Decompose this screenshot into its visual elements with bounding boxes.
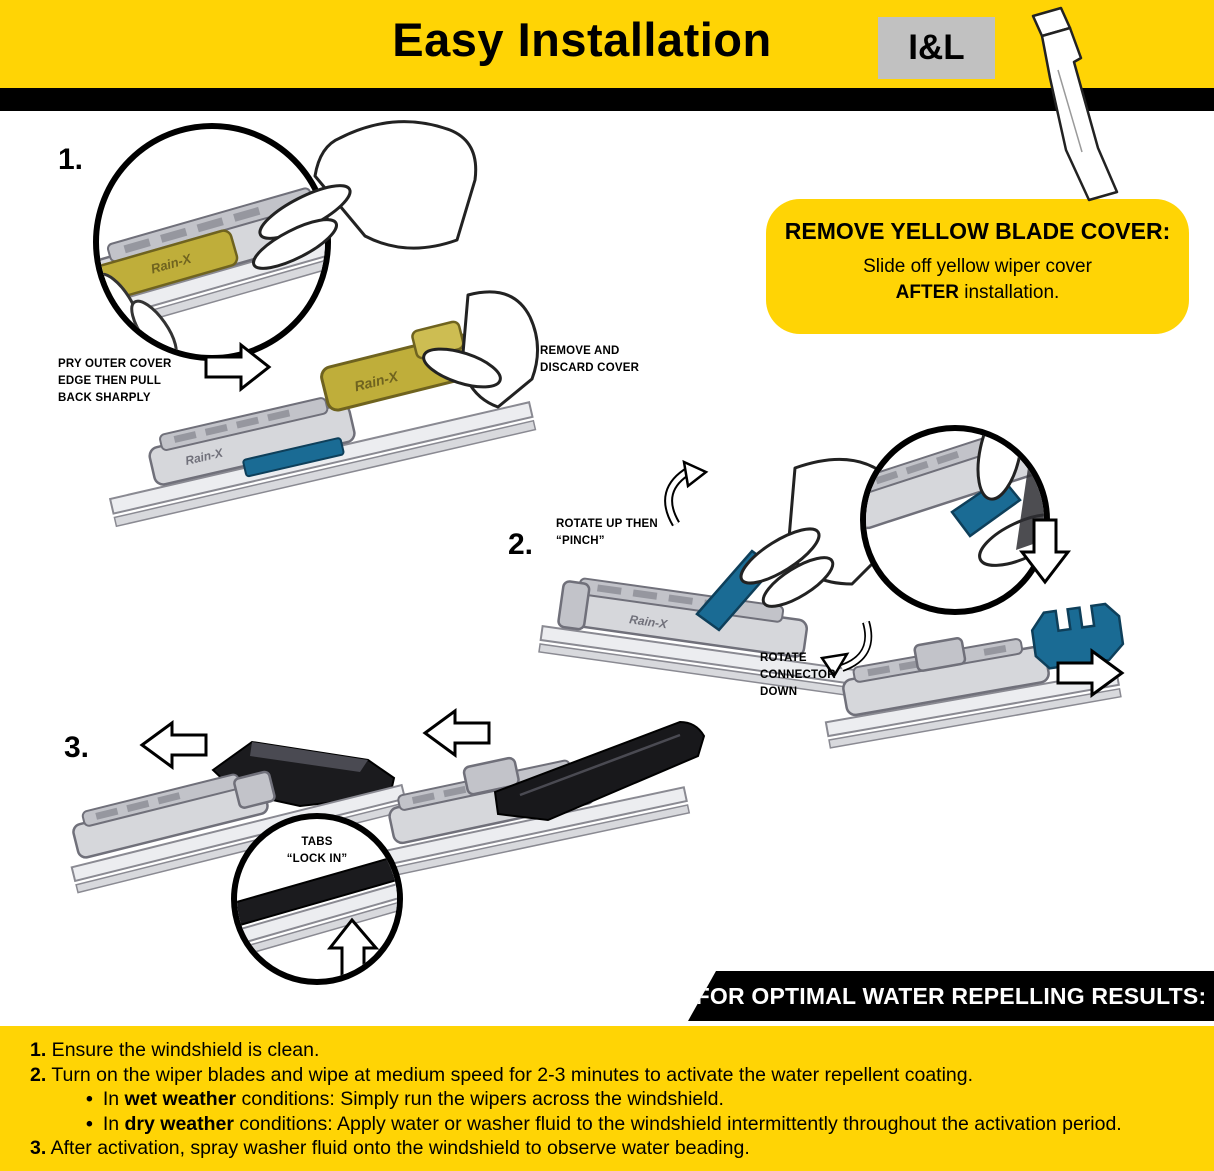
results-banner: FOR OPTIMAL WATER REPELLING RESULTS:	[688, 971, 1214, 1021]
pinching-hand	[739, 457, 904, 608]
remove-cover-callout: REMOVE YELLOW BLADE COVER: Slide off yel…	[766, 199, 1189, 334]
instruction-line-2: 2. Turn on the wiper blades and wipe at …	[30, 1063, 1190, 1088]
instruction-line-1: 1. Ensure the windshield is clean.	[30, 1038, 1190, 1063]
yellow-cover-pried-edge	[99, 297, 110, 332]
header-bar	[0, 0, 1214, 88]
blue-connector-raised	[695, 549, 776, 632]
blade-channel	[81, 773, 241, 827]
step1-closeup-circle: Rain-X	[93, 120, 478, 361]
instruction-text: Ensure the windshield is clean.	[46, 1039, 320, 1061]
blue-connector-pinched	[950, 476, 1022, 538]
blade-strip	[108, 401, 534, 515]
blade-logo-text: Rain-X	[184, 445, 225, 467]
instruction-number: 2.	[30, 1063, 47, 1086]
wiper-arm-attached	[493, 720, 706, 822]
blade-strip	[237, 880, 397, 946]
step2-number: 2.	[508, 528, 534, 561]
hand-illustration	[252, 120, 478, 270]
page-title: Easy Installation	[392, 13, 772, 66]
footer-instructions: 1. Ensure the windshield is clean. 2. Tu…	[0, 1026, 1214, 1171]
blade-body	[842, 645, 1050, 717]
blade-body	[560, 586, 808, 658]
arrow-up-icon	[326, 917, 380, 979]
step3-number: 3.	[64, 731, 90, 764]
blade-channel	[866, 431, 1023, 494]
blue-connector-clip	[1030, 602, 1125, 670]
bullet-icon: •	[86, 1112, 93, 1135]
blue-insert	[242, 437, 345, 478]
connector-type-badge: I&L	[878, 17, 995, 79]
step3-attach-arm-illustration	[70, 708, 706, 894]
yellow-cover	[99, 229, 239, 298]
step1-caption-pry: PRY OUTER COVER EDGE THEN PULL BACK SHAR…	[58, 358, 172, 404]
blade-body	[72, 779, 269, 859]
blade-endcap	[557, 580, 591, 631]
step1-number: 1.	[58, 143, 84, 176]
pinching-fingers	[976, 431, 1044, 567]
step2-closeup-circle	[860, 425, 1050, 615]
instruction-text: conditions: Simply run the wipers across…	[236, 1088, 724, 1110]
instruction-text: After activation, spray washer fluid ont…	[46, 1137, 750, 1159]
instruction-bold: wet weather	[124, 1088, 237, 1110]
arrow-right-icon	[204, 341, 272, 393]
callout-bold-word: AFTER	[895, 282, 959, 303]
blade-strip	[99, 226, 325, 329]
blade-channel	[578, 577, 785, 623]
blade-body	[388, 767, 596, 845]
instruction-text: In	[102, 1112, 125, 1135]
yellow-cover-clip	[411, 320, 465, 360]
finger	[99, 272, 143, 344]
blade-body	[866, 432, 1044, 530]
blade-body	[148, 403, 356, 486]
magnifier-circle	[93, 123, 331, 361]
instruction-text: Turn on the wiper blades and wipe at med…	[46, 1063, 974, 1086]
arrow-down-icon	[1018, 518, 1072, 585]
wiper-arm-piece	[211, 740, 396, 808]
magnifier-circle	[860, 425, 1050, 615]
step2-caption-rotate-up: ROTATE UP THEN “PINCH”	[556, 518, 658, 547]
blade-channel	[106, 187, 314, 263]
hand-illustration	[422, 290, 540, 409]
connector-mount	[462, 756, 520, 796]
instruction-text: conditions: Apply water or washer fluid …	[233, 1112, 1122, 1135]
instruction-text: In	[102, 1088, 125, 1110]
header-divider	[0, 88, 1214, 111]
blade-body	[99, 193, 325, 302]
bullet-icon: •	[86, 1088, 93, 1110]
instruction-number: 1.	[30, 1039, 47, 1061]
step2-caption-rotate-down: ROTATE CONNECTOR DOWN	[760, 652, 836, 698]
arrow-right-icon	[1056, 648, 1125, 698]
results-banner-text: FOR OPTIMAL WATER REPELLING RESULTS:	[695, 982, 1207, 1009]
instruction-bold: dry weather	[124, 1112, 234, 1135]
blade-channel	[397, 759, 572, 811]
step3-caption-tabs: TABS “LOCK IN”	[286, 836, 348, 865]
callout-title: REMOVE YELLOW BLADE COVER:	[784, 218, 1171, 244]
step1-remove-cover-illustration: Rain-X Rain-X	[108, 290, 540, 528]
blade-strip	[359, 786, 688, 871]
arrow-left-icon	[139, 720, 208, 770]
instruction-line-5: 3. After activation, spray washer fluid …	[30, 1136, 1190, 1161]
instruction-line-4: • In dry weather conditions: Apply water …	[30, 1112, 1190, 1137]
blade-logo-text: Rain-X	[353, 368, 402, 395]
instruction-number: 3.	[30, 1137, 47, 1159]
connector-mount	[233, 770, 276, 809]
blade-logo-text: Rain-X	[149, 250, 194, 276]
instruction-line-3: • In wet weather conditions: Simply run t…	[30, 1087, 1190, 1112]
yellow-cover-removed	[320, 333, 477, 412]
arrow-left-icon	[422, 708, 491, 758]
blade-logo-text: Rain-X	[628, 612, 669, 631]
callout-line-1: Slide off yellow wiper cover	[863, 256, 1092, 277]
connector-folded	[913, 637, 967, 672]
finger	[130, 299, 178, 355]
callout-line-2: AFTER installation.	[766, 280, 1189, 306]
callout-rest: installation.	[958, 282, 1060, 303]
step1-caption-remove: REMOVE AND DISCARD COVER	[540, 345, 640, 374]
blade-channel	[852, 638, 1024, 683]
thumb-shadow	[1016, 440, 1044, 550]
